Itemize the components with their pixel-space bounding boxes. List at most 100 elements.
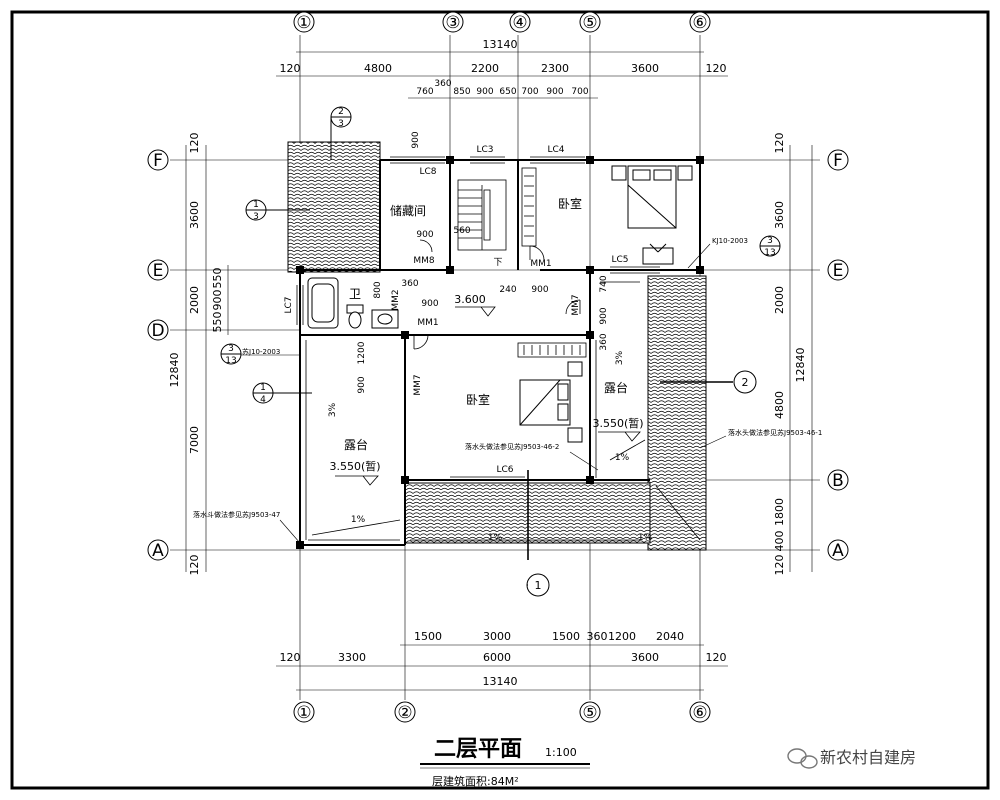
top-dim-g7: 900: [546, 87, 563, 97]
top-dim-a: 120: [280, 62, 301, 75]
axis-label-top-4: ④: [512, 13, 527, 33]
stair-direction-label: 下: [493, 258, 502, 268]
room-storage: 储藏间: [390, 203, 426, 218]
elevation-terrace-west: 3.550(暂): [329, 460, 380, 473]
right-dim-6: 400: [773, 531, 786, 552]
columns: [296, 156, 704, 549]
toilet: [346, 304, 364, 329]
bottom-dim-b4: 3600: [631, 651, 659, 664]
detail-mark-west: [245, 199, 310, 221]
door-mm1-b: MM1: [417, 318, 438, 328]
bottom-dim-a6: 2040: [656, 630, 684, 643]
detail-mark-su-den: 13: [225, 356, 236, 366]
slope-east-roof: 1%: [615, 453, 630, 463]
left-dim-4: 7000: [188, 426, 201, 454]
drawing-scale: 1:100: [545, 746, 577, 759]
bottom-dim-a5: 1200: [608, 630, 636, 643]
note-su: 苏J10-2003: [242, 347, 280, 356]
bottom-dim-a4: 360: [587, 630, 608, 643]
bed-north: [611, 165, 693, 229]
note-drain-3: 落水斗做法参见苏J9503-47: [193, 510, 280, 519]
left-dim-2: 3600: [188, 201, 201, 229]
top-dim-g5: 650: [499, 87, 516, 97]
terrace-outlines: [305, 281, 701, 541]
detail-mark-su-num: 3: [228, 344, 234, 354]
axis-bubbles-top: [293, 11, 711, 33]
left-dim-total: 12840: [168, 353, 181, 388]
bottom-dimension-lines: [276, 644, 728, 691]
sheet-border: [10, 10, 990, 790]
right-dim-3: 2000: [773, 286, 786, 314]
left-dim-5: 120: [188, 555, 201, 576]
axis-grid: [170, 35, 820, 700]
watermark-text: 新农村自建房: [820, 748, 916, 767]
slope-south-1: 1%: [351, 515, 366, 525]
staircase: [457, 179, 507, 251]
roof-tiles-east: [647, 275, 707, 551]
section-cut-east-label: 2: [742, 376, 749, 389]
top-dim-b: 4800: [364, 62, 392, 75]
window-lc6: LC6: [496, 465, 513, 475]
right-dim-7: 120: [773, 555, 786, 576]
wardrobe-main: [517, 342, 587, 358]
inner-dim-740: 740: [599, 275, 609, 292]
window-lc7: LC7: [284, 296, 294, 313]
top-dim-g4: 900: [476, 87, 493, 97]
detail-mark-north-num: 2: [338, 107, 344, 117]
window-lc3: LC3: [476, 145, 493, 155]
axis-label-left-A: A: [152, 541, 164, 561]
axis-label-bottom-1: ①: [296, 703, 311, 723]
detail-mark-kj-num: 3: [767, 236, 773, 246]
wardrobe-north: [521, 167, 537, 247]
roof-tiles-northwest: [287, 141, 381, 273]
door-mm7-b: MM7: [413, 374, 423, 395]
room-terrace-east: 露台: [604, 380, 628, 395]
door-mm7-a: MM7: [571, 294, 581, 315]
window-lc8: LC8: [419, 167, 436, 177]
left-dim-inner-1: 550: [211, 268, 224, 289]
axis-label-right-A: A: [832, 541, 844, 561]
inner-dim-900c: 900: [531, 285, 548, 295]
drawing-title: 二层平面: [434, 737, 522, 762]
axis-label-left-D: D: [151, 321, 164, 341]
bottom-dim-total: 13140: [483, 675, 518, 688]
axis-label-bottom-5: ⑤: [582, 703, 597, 723]
detail-mark-west-terrace-num: 1: [260, 383, 266, 393]
axis-label-bottom-2: ②: [397, 703, 412, 723]
top-dim-total: 13140: [483, 38, 518, 51]
detail-mark-kj-den: 13: [764, 248, 775, 258]
axis-label-top-6: ⑥: [692, 13, 707, 33]
right-dim-2: 3600: [773, 201, 786, 229]
top-dim-g1: 760: [416, 87, 433, 97]
door-mm2: MM2: [391, 289, 401, 310]
right-dimension-lines: [789, 145, 813, 572]
elevation-terrace-east: 3.550(暂): [592, 417, 643, 430]
slope-south-2: 1%: [488, 533, 503, 543]
detail-mark-west-num: 1: [253, 200, 259, 210]
axis-label-right-B: B: [832, 471, 844, 491]
note-kj-leader: [687, 243, 711, 269]
detail-mark-north: [330, 106, 352, 160]
right-dim-5: 1800: [773, 498, 786, 526]
room-bath: 卫: [349, 287, 361, 301]
inner-dim-240: 240: [499, 285, 516, 295]
detail-mark-su: [220, 343, 242, 365]
room-terrace-west: 露台: [344, 437, 368, 452]
inner-dim-900d: 900: [599, 307, 609, 324]
bottom-dim-a3: 1500: [552, 630, 580, 643]
axis-bubbles-right: [827, 149, 849, 561]
inner-dim-1200: 1200: [357, 341, 367, 364]
section-cut-south: [526, 470, 550, 597]
top-dim-g6: 700: [521, 87, 538, 97]
axis-label-left-F: F: [153, 151, 163, 171]
top-dim-g2: 360: [434, 79, 451, 89]
note-drain-2-leader: [569, 451, 599, 471]
elevation-terrace-west-mark: [335, 475, 379, 486]
right-dim-4: 4800: [773, 391, 786, 419]
detail-mark-west-den: 3: [253, 212, 259, 222]
section-cut-east: [660, 370, 757, 394]
slope-east-terrace: 3%: [615, 350, 625, 365]
detail-mark-kj: [759, 235, 781, 257]
left-dim-inner-2: 900: [211, 290, 224, 311]
